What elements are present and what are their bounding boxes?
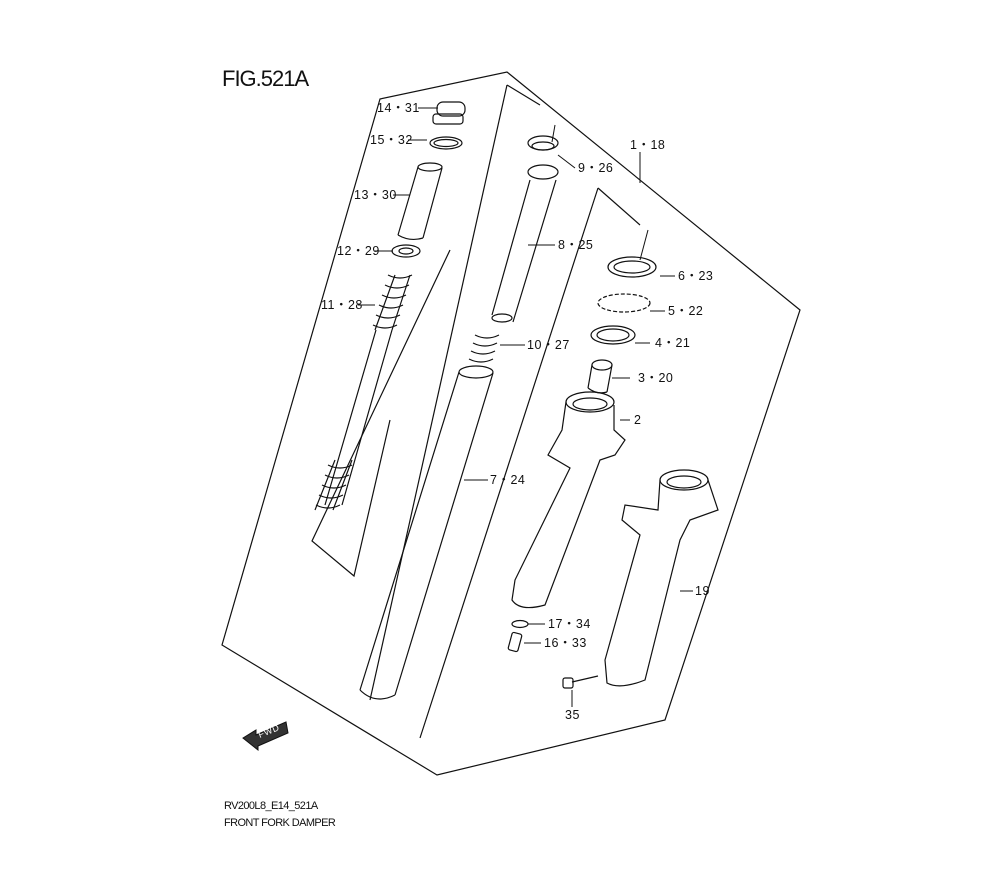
damper-bolt [507, 631, 523, 653]
fork-spring [314, 274, 413, 511]
axle-bolt [562, 675, 599, 689]
callout-2[interactable]: 2 [634, 413, 642, 427]
washer [391, 244, 421, 258]
callout-14-31[interactable]: 14・31 [377, 101, 420, 115]
fork-cap-bolt [432, 101, 466, 125]
panel-line [419, 187, 599, 739]
callout-8-25[interactable]: 8・25 [558, 238, 594, 252]
panel-line [597, 187, 641, 226]
figure-name: FRONT FORK DAMPER [224, 817, 336, 829]
callout-3-20[interactable]: 3・20 [638, 371, 674, 385]
leader-lines [358, 107, 693, 707]
oil-seal [607, 256, 657, 278]
callout-1-18[interactable]: 1・18 [630, 138, 666, 152]
damper-rod [491, 164, 559, 323]
outer-tube-right [604, 469, 719, 687]
figure-code: RV200L8_E14_521A [224, 800, 318, 812]
assembly-outline [221, 71, 801, 776]
stopper-ring [597, 293, 651, 313]
spring-panel [311, 249, 451, 578]
callout-6-23[interactable]: 6・23 [678, 269, 714, 283]
callout-10-27[interactable]: 10・27 [527, 338, 570, 352]
callout-19[interactable]: 19 [695, 584, 710, 598]
callout-4-21[interactable]: 4・21 [655, 336, 691, 350]
callout-17-34[interactable]: 17・34 [548, 617, 591, 631]
inner-tube [359, 365, 494, 700]
callout-16-33[interactable]: 16・33 [544, 636, 587, 650]
panel-line [506, 84, 541, 106]
o-ring [429, 136, 463, 150]
callout-7-24[interactable]: 7・24 [490, 473, 526, 487]
outer-tube-left [511, 391, 626, 609]
rebound-spring [468, 334, 500, 363]
callout-9-26[interactable]: 9・26 [578, 161, 614, 175]
gasket [511, 619, 529, 629]
spacer-tube [397, 162, 443, 241]
callout-11-28[interactable]: 11・28 [321, 298, 363, 312]
callout-15-32[interactable]: 15・32 [370, 133, 413, 147]
callout-12-29[interactable]: 12・29 [337, 244, 380, 258]
figure-title: FIG.521A [222, 66, 309, 91]
panel-line [369, 84, 508, 701]
callout-13-30[interactable]: 13・30 [354, 188, 397, 202]
piston-ring [527, 135, 559, 151]
callout-5-22[interactable]: 5・22 [668, 304, 704, 318]
oil-lock-piece [587, 359, 613, 394]
bushing [590, 325, 636, 345]
callout-35[interactable]: 35 [565, 708, 580, 722]
